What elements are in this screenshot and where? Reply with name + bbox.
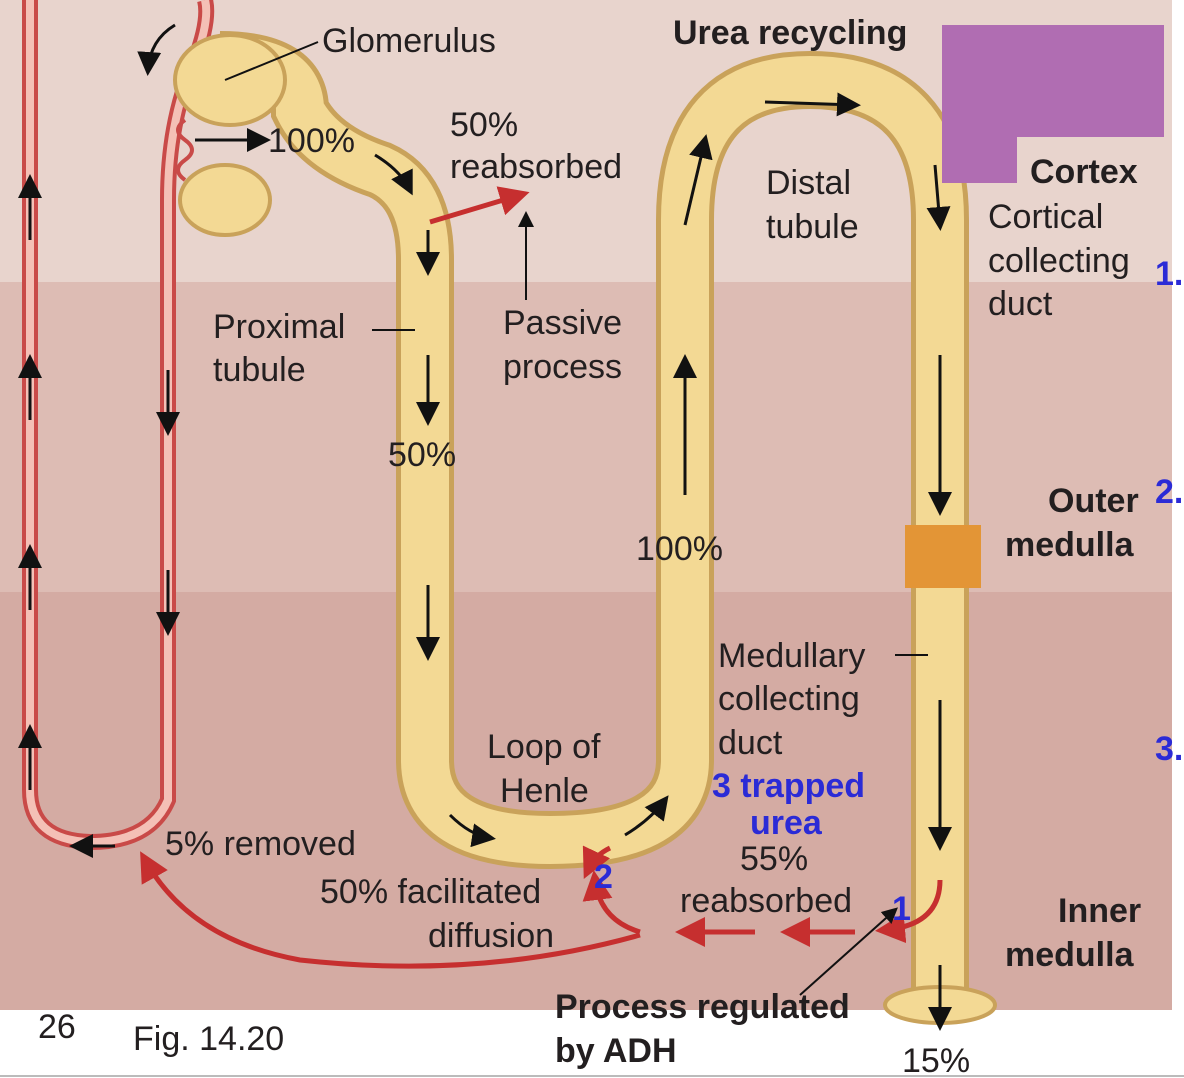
- facilitated-diffusion-label-1: 50% facilitated: [320, 873, 541, 911]
- reabsorbed-55-label: reabsorbed: [680, 882, 852, 920]
- adh-label-1: Process regulated: [555, 988, 850, 1026]
- pct-50: 50%: [388, 436, 456, 474]
- distal-tubule-label-1: Distal: [766, 164, 851, 202]
- glomerulus-label: Glomerulus: [322, 22, 496, 60]
- removed-5-pct-label: 5% removed: [165, 825, 356, 863]
- pct-100-loop: 100%: [636, 530, 723, 568]
- inner-medulla-zone: [0, 592, 1172, 1010]
- side-note-1: 1.: [1155, 255, 1183, 293]
- figure-reference: Fig. 14.20: [133, 1020, 284, 1058]
- reabsorbed-55-pct: 55%: [740, 840, 808, 878]
- cortex-label: Cortex: [1030, 153, 1138, 191]
- flow-arrows-tubule: [195, 92, 952, 1031]
- redaction-box-orange: [905, 525, 981, 588]
- reabsorbed-50-label: reabsorbed: [450, 148, 622, 186]
- distal-tubule-label-2: tubule: [766, 208, 859, 246]
- medullary-duct-label-2: collecting: [718, 680, 860, 718]
- side-note-2: 2.: [1155, 473, 1183, 511]
- nephron-tubule: [173, 31, 997, 1025]
- slide-number: 26: [38, 1008, 76, 1046]
- medullary-duct-label-1: Medullary: [718, 637, 865, 675]
- flow-arrows-vessel: [18, 23, 180, 858]
- diagram-title: Urea recycling: [673, 14, 907, 52]
- outer-medulla-label-2: medulla: [1005, 526, 1135, 564]
- marker-1: 1: [892, 890, 911, 928]
- pct-15: 15%: [902, 1042, 970, 1078]
- reabsorbed-50-pct: 50%: [450, 106, 518, 144]
- loop-of-henle-label-2: Henle: [500, 772, 589, 810]
- passive-process-label-2: process: [503, 348, 622, 386]
- marker-2: 2: [594, 858, 613, 896]
- inner-medulla-label-2: medulla: [1005, 936, 1135, 974]
- side-note-3: 3.: [1155, 730, 1183, 768]
- inner-medulla-label-1: Inner: [1058, 892, 1141, 930]
- proximal-tubule-label-2: tubule: [213, 351, 306, 389]
- trapped-urea-note-2: urea: [750, 804, 823, 842]
- medullary-duct-label-3: duct: [718, 724, 783, 762]
- trapped-urea-note-1: 3 trapped: [712, 767, 865, 805]
- leader-lines: [224, 41, 928, 996]
- cortical-duct-label-3: duct: [988, 285, 1053, 323]
- pct-100-top: 100%: [268, 122, 355, 160]
- facilitated-diffusion-label-2: diffusion: [428, 917, 554, 955]
- outer-medulla-label-1: Outer: [1048, 482, 1139, 520]
- redaction-box-purple: [942, 25, 1164, 183]
- reabsorption-arrows: [140, 186, 943, 969]
- cortical-duct-label-2: collecting: [988, 242, 1130, 280]
- adh-label-2: by ADH: [555, 1032, 677, 1070]
- cortical-duct-label-1: Cortical: [988, 198, 1103, 236]
- passive-process-label-1: Passive: [503, 304, 622, 342]
- loop-of-henle-label-1: Loop of: [487, 728, 601, 766]
- proximal-tubule-label-1: Proximal: [213, 308, 345, 346]
